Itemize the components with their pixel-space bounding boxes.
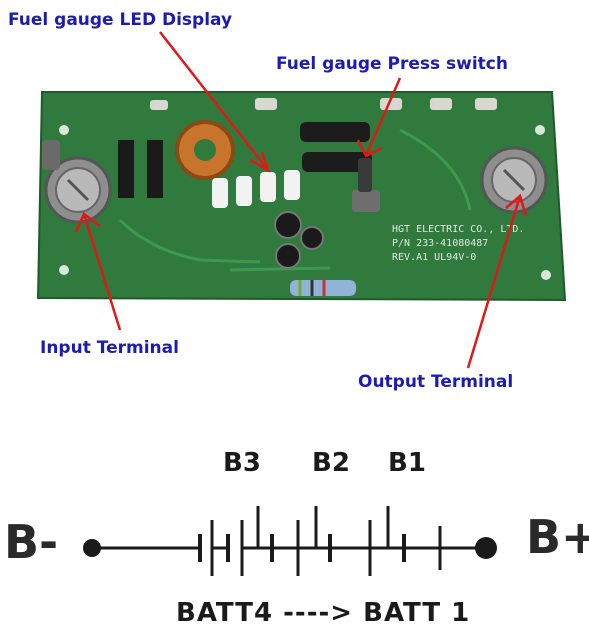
mounting-hole (541, 270, 551, 280)
arrow-input-terminal (82, 213, 122, 331)
arrow-press-switch (364, 77, 402, 157)
silkscreen-line1: HGT ELECTRIC CO., LTD. (392, 224, 524, 235)
press-switch (352, 158, 380, 212)
negative-terminal-label: B- (4, 515, 59, 569)
pcb-board (36, 91, 567, 302)
positive-terminal-label: B+ (526, 510, 589, 564)
callout-output-terminal: Output Terminal (358, 372, 514, 392)
arrow-output-terminal (466, 195, 522, 369)
callout-press-switch: Fuel gauge Press switch (276, 54, 508, 74)
pcb-board-illustration: HGT ELECTRIC CO., LTD. P/N 233-41080487 … (36, 31, 567, 369)
mounting-hole (59, 265, 69, 275)
positive-node (475, 537, 497, 559)
silkscreen-line2: P/N 233-41080487 (392, 238, 488, 249)
series-battery-circuit (83, 506, 497, 576)
pcb-photo-section: HGT ELECTRIC CO., LTD. P/N 233-41080487 … (8, 10, 567, 392)
cell-label-b2: B2 (312, 448, 350, 478)
battery-order-caption: BATT4 ----> BATT 1 (176, 598, 471, 628)
cell-label-b1: B1 (388, 448, 426, 478)
output-terminal-bolt (480, 146, 548, 214)
led-display (212, 170, 300, 208)
callout-arrows (74, 31, 528, 369)
cell-label-b3: B3 (223, 448, 261, 478)
callout-input-terminal: Input Terminal (40, 338, 179, 358)
mounting-hole (535, 125, 545, 135)
arrow-led-display (159, 31, 269, 171)
callout-led-display: Fuel gauge LED Display (8, 10, 233, 30)
silkscreen-line3: REV.A1 UL94V-0 (392, 252, 476, 263)
mounting-hole (59, 125, 69, 135)
input-terminal-bolt (44, 156, 112, 224)
